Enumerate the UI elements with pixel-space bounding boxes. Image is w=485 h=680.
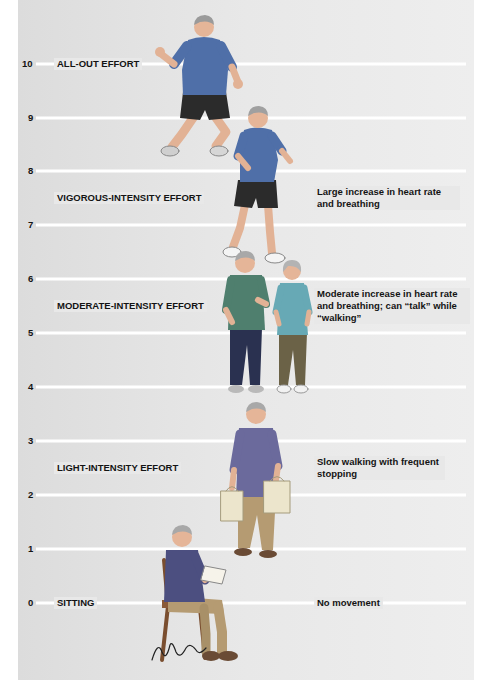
effort-description: Slow walking with frequent stopping [314, 456, 445, 480]
scale-number: 9 [28, 112, 33, 124]
effort-description: No movement [314, 597, 383, 609]
effort-label: MODERATE-INTENSITY EFFORT [54, 300, 207, 312]
scale-number: 3 [28, 435, 33, 447]
scale-number: 5 [28, 327, 33, 339]
scale-number: 8 [28, 165, 33, 177]
effort-description: Large increase in heart rate and breathi… [314, 186, 460, 210]
scale-number: 10 [22, 58, 33, 70]
scale-number: 6 [28, 273, 33, 285]
effort-label: VIGOROUS-INTENSITY EFFORT [54, 192, 204, 204]
effort-label: SITTING [54, 597, 97, 609]
effort-description: Moderate increase in heart rate and brea… [314, 288, 470, 324]
scale-number: 2 [28, 489, 33, 501]
scale-number: 7 [28, 219, 33, 231]
scale-number: 4 [28, 381, 33, 393]
scale-number: 1 [28, 543, 33, 555]
effort-label: LIGHT-INTENSITY EFFORT [54, 462, 181, 474]
scale-number: 0 [28, 597, 33, 609]
effort-label: ALL-OUT EFFORT [54, 58, 142, 70]
